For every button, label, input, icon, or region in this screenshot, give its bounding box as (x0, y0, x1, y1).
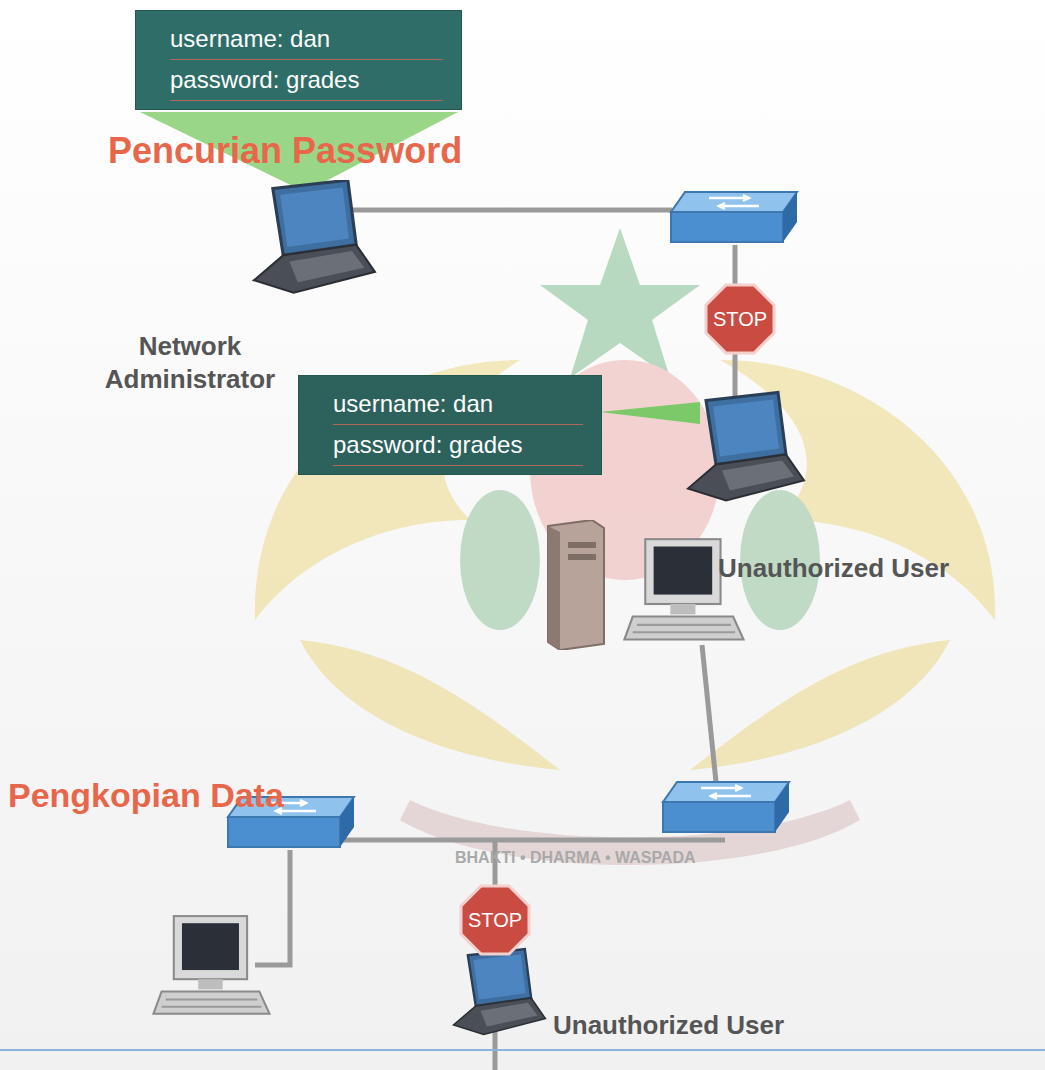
stop-text: STOP (459, 909, 531, 932)
credential-line: password: grades (333, 425, 583, 466)
section-title: Pengkopian Data (8, 776, 284, 815)
emblem-watermark (255, 228, 995, 865)
role-label: Network Administrator (75, 330, 305, 395)
server-tower (548, 520, 604, 650)
emblem-motto: BHAKTI • DHARMA • WASPADA (455, 849, 696, 867)
credential-callout: username: danpassword: grades (298, 375, 602, 475)
stop-sign: STOP (704, 283, 776, 355)
network-switch (663, 782, 789, 832)
role-label: Unauthorized User (553, 1010, 784, 1041)
role-label: Unauthorized User (718, 553, 949, 584)
attacker-laptop (454, 949, 546, 1035)
attacker-laptop (688, 393, 804, 501)
credential-line: password: grades (170, 60, 443, 101)
stop-text: STOP (704, 308, 776, 331)
callout-pointer (600, 402, 700, 424)
section-title: Pencurian Password (108, 130, 462, 172)
desktop-computer (153, 916, 269, 1014)
stop-sign: STOP (459, 884, 531, 956)
credential-line: username: dan (170, 19, 443, 60)
network-switch (671, 192, 797, 242)
credential-line: username: dan (333, 384, 583, 425)
credential-callout: username: danpassword: grades (135, 10, 462, 110)
admin-laptop (254, 180, 375, 293)
footer-rule (0, 1049, 1045, 1051)
